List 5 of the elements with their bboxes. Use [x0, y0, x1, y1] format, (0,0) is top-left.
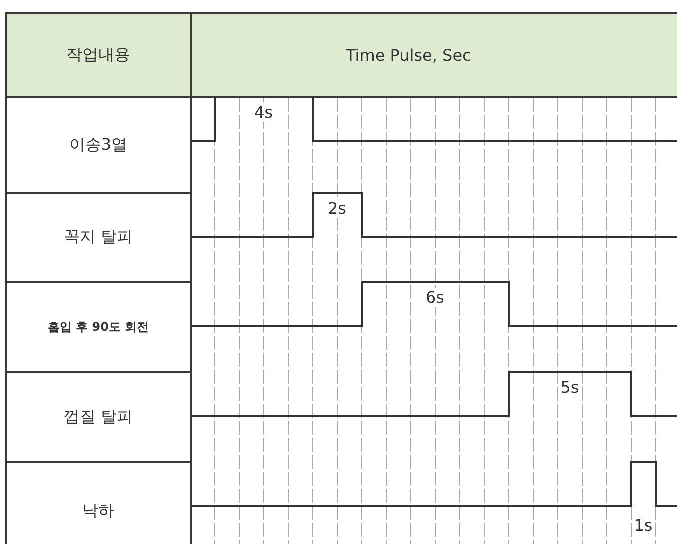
duration-label: 4s: [254, 103, 274, 122]
header-cell: Time Pulse, Sec: [190, 12, 677, 98]
duration-label: 6s: [426, 288, 445, 307]
duration-label: 2s: [328, 199, 347, 218]
header-cell: 작업내용: [5, 12, 192, 98]
